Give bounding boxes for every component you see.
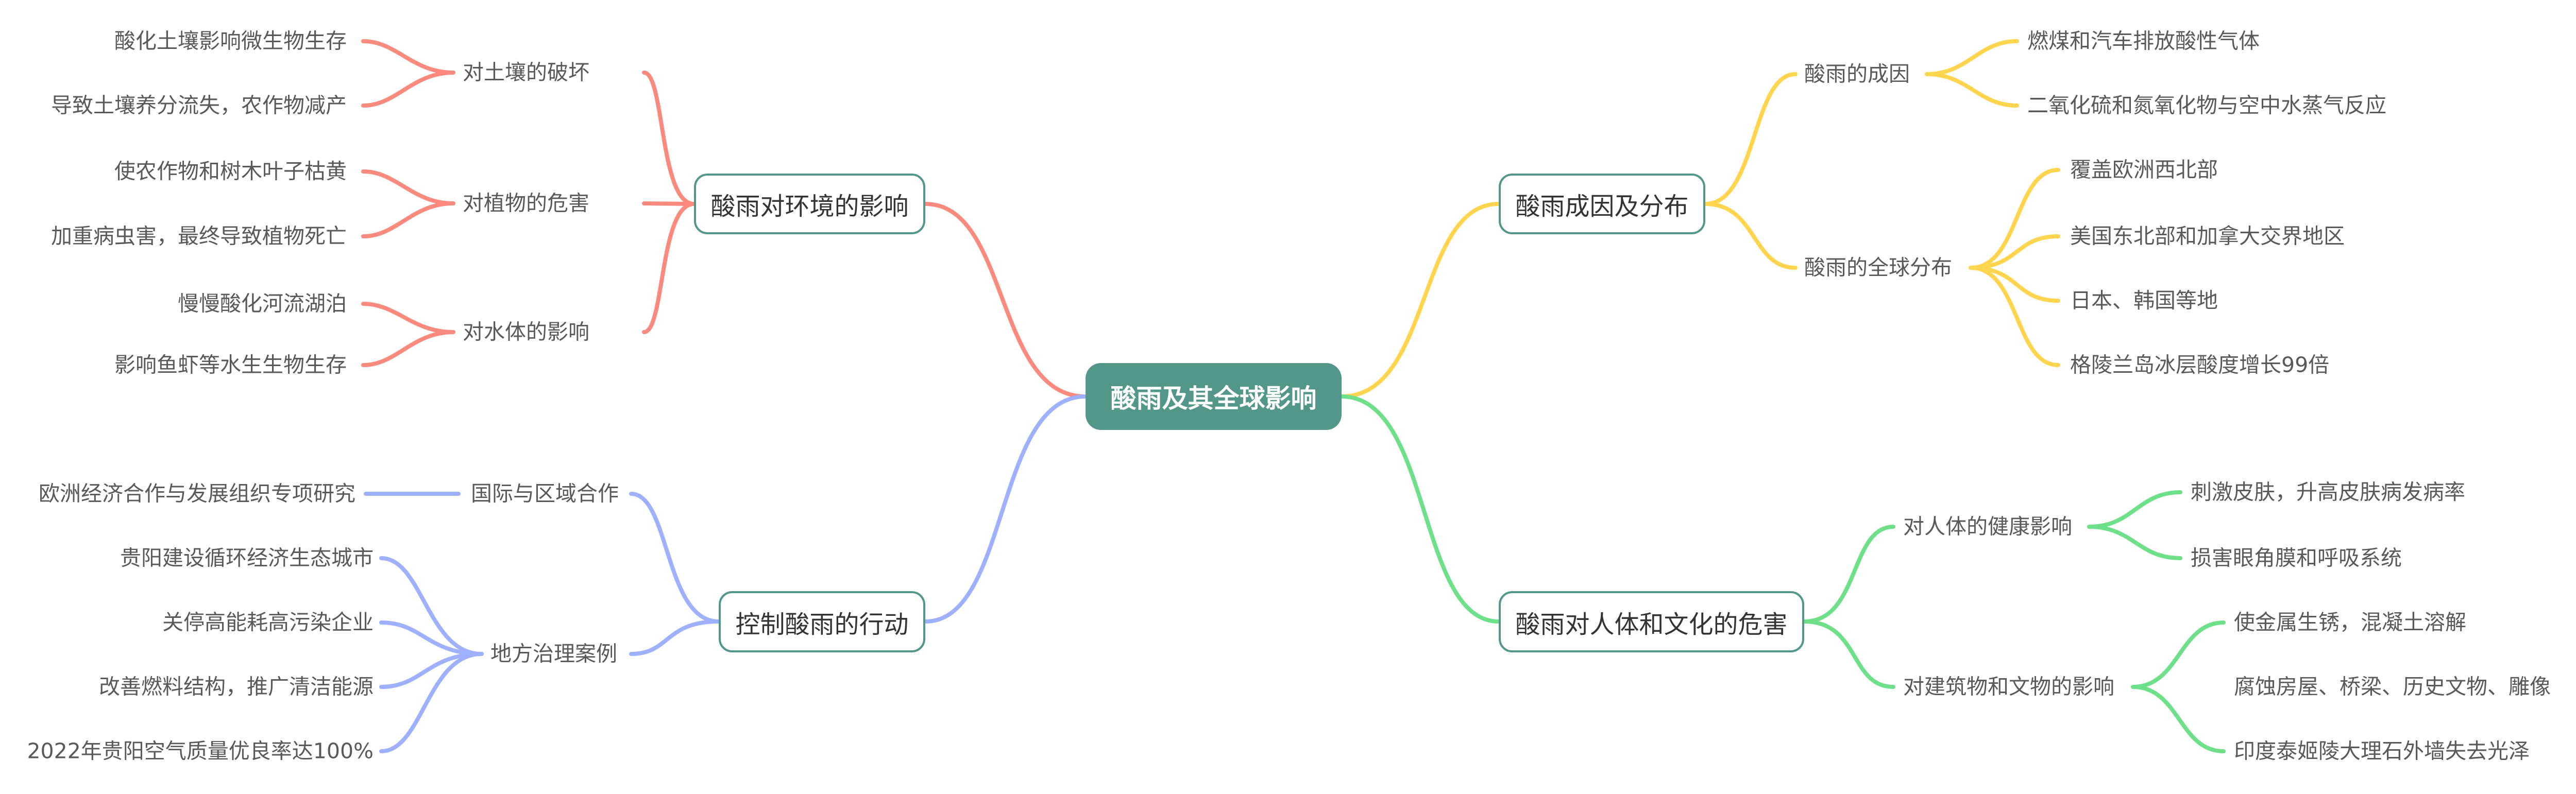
subtopic-health[interactable]: 对人体的健康影响 <box>1903 514 2072 539</box>
leaf[interactable]: 格陵兰岛冰层酸度增长99倍 <box>2070 352 2330 377</box>
leaf[interactable]: 欧洲经济合作与发展组织专项研究 <box>39 481 355 506</box>
subtopic-plants[interactable]: 对植物的危害 <box>463 191 589 216</box>
leaf[interactable]: 慢慢酸化河流湖泊 <box>178 291 347 316</box>
leaf[interactable]: 影响鱼虾等水生生物生存 <box>114 352 347 377</box>
environment-connectors <box>361 39 1088 399</box>
topic-human-culture-harm[interactable]: 酸雨对人体和文化的危害 <box>1499 591 1804 652</box>
leaf[interactable]: 关停高能耗高污染企业 <box>162 610 374 635</box>
subtopic-global-distribution[interactable]: 酸雨的全球分布 <box>1804 255 1952 280</box>
leaf[interactable]: 刺激皮肤，升高皮肤病发病率 <box>2191 479 2465 505</box>
cause-connectors <box>1340 39 2060 399</box>
subtopic-buildings-relics[interactable]: 对建筑物和文物的影响 <box>1903 674 2114 699</box>
leaf[interactable]: 使农作物和树木叶子枯黄 <box>114 159 347 184</box>
leaf[interactable]: 损害眼角膜和呼吸系统 <box>2191 545 2402 571</box>
root-topic[interactable]: 酸雨及其全球影响 <box>1086 363 1342 430</box>
subtopic-international[interactable]: 国际与区域合作 <box>471 481 619 506</box>
action-connectors <box>364 394 1088 753</box>
subtopic-water[interactable]: 对水体的影响 <box>463 319 589 344</box>
leaf[interactable]: 美国东北部和加拿大交界地区 <box>2070 223 2345 249</box>
leaf[interactable]: 燃煤和汽车排放酸性气体 <box>2027 28 2260 54</box>
leaf[interactable]: 改善燃料结构，推广清洁能源 <box>99 674 374 699</box>
leaf[interactable]: 2022年贵阳空气质量优良率达100% <box>27 738 374 764</box>
leaf[interactable]: 二氧化硫和氮氧化物与空中水蒸气反应 <box>2027 93 2386 118</box>
leaf[interactable]: 贵阳建设循环经济生态城市 <box>120 545 374 571</box>
subtopic-local-cases[interactable]: 地方治理案例 <box>490 641 617 666</box>
leaf[interactable]: 导致土壤养分流失，农作物减产 <box>51 93 347 118</box>
leaf[interactable]: 印度泰姬陵大理石外墙失去光泽 <box>2234 738 2530 764</box>
topic-cause-distribution[interactable]: 酸雨成因及分布 <box>1499 174 1705 234</box>
leaf[interactable]: 覆盖欧洲西北部 <box>2070 157 2218 182</box>
topic-environment-impact[interactable]: 酸雨对环境的影响 <box>694 174 925 234</box>
topic-control-action[interactable]: 控制酸雨的行动 <box>719 591 925 652</box>
subtopic-causes[interactable]: 酸雨的成因 <box>1804 61 1910 87</box>
leaf[interactable]: 加重病虫害，最终导致植物死亡 <box>51 223 347 249</box>
leaf[interactable]: 使金属生锈，混凝土溶解 <box>2234 610 2466 635</box>
leaf[interactable]: 日本、韩国等地 <box>2070 288 2218 313</box>
subtopic-soil[interactable]: 对土壤的破坏 <box>463 60 589 85</box>
leaf[interactable]: 酸化土壤影响微生物生存 <box>114 28 347 54</box>
leaf[interactable]: 腐蚀房屋、桥梁、历史文物、雕像 <box>2234 674 2551 699</box>
harm-connectors <box>1340 394 2226 753</box>
